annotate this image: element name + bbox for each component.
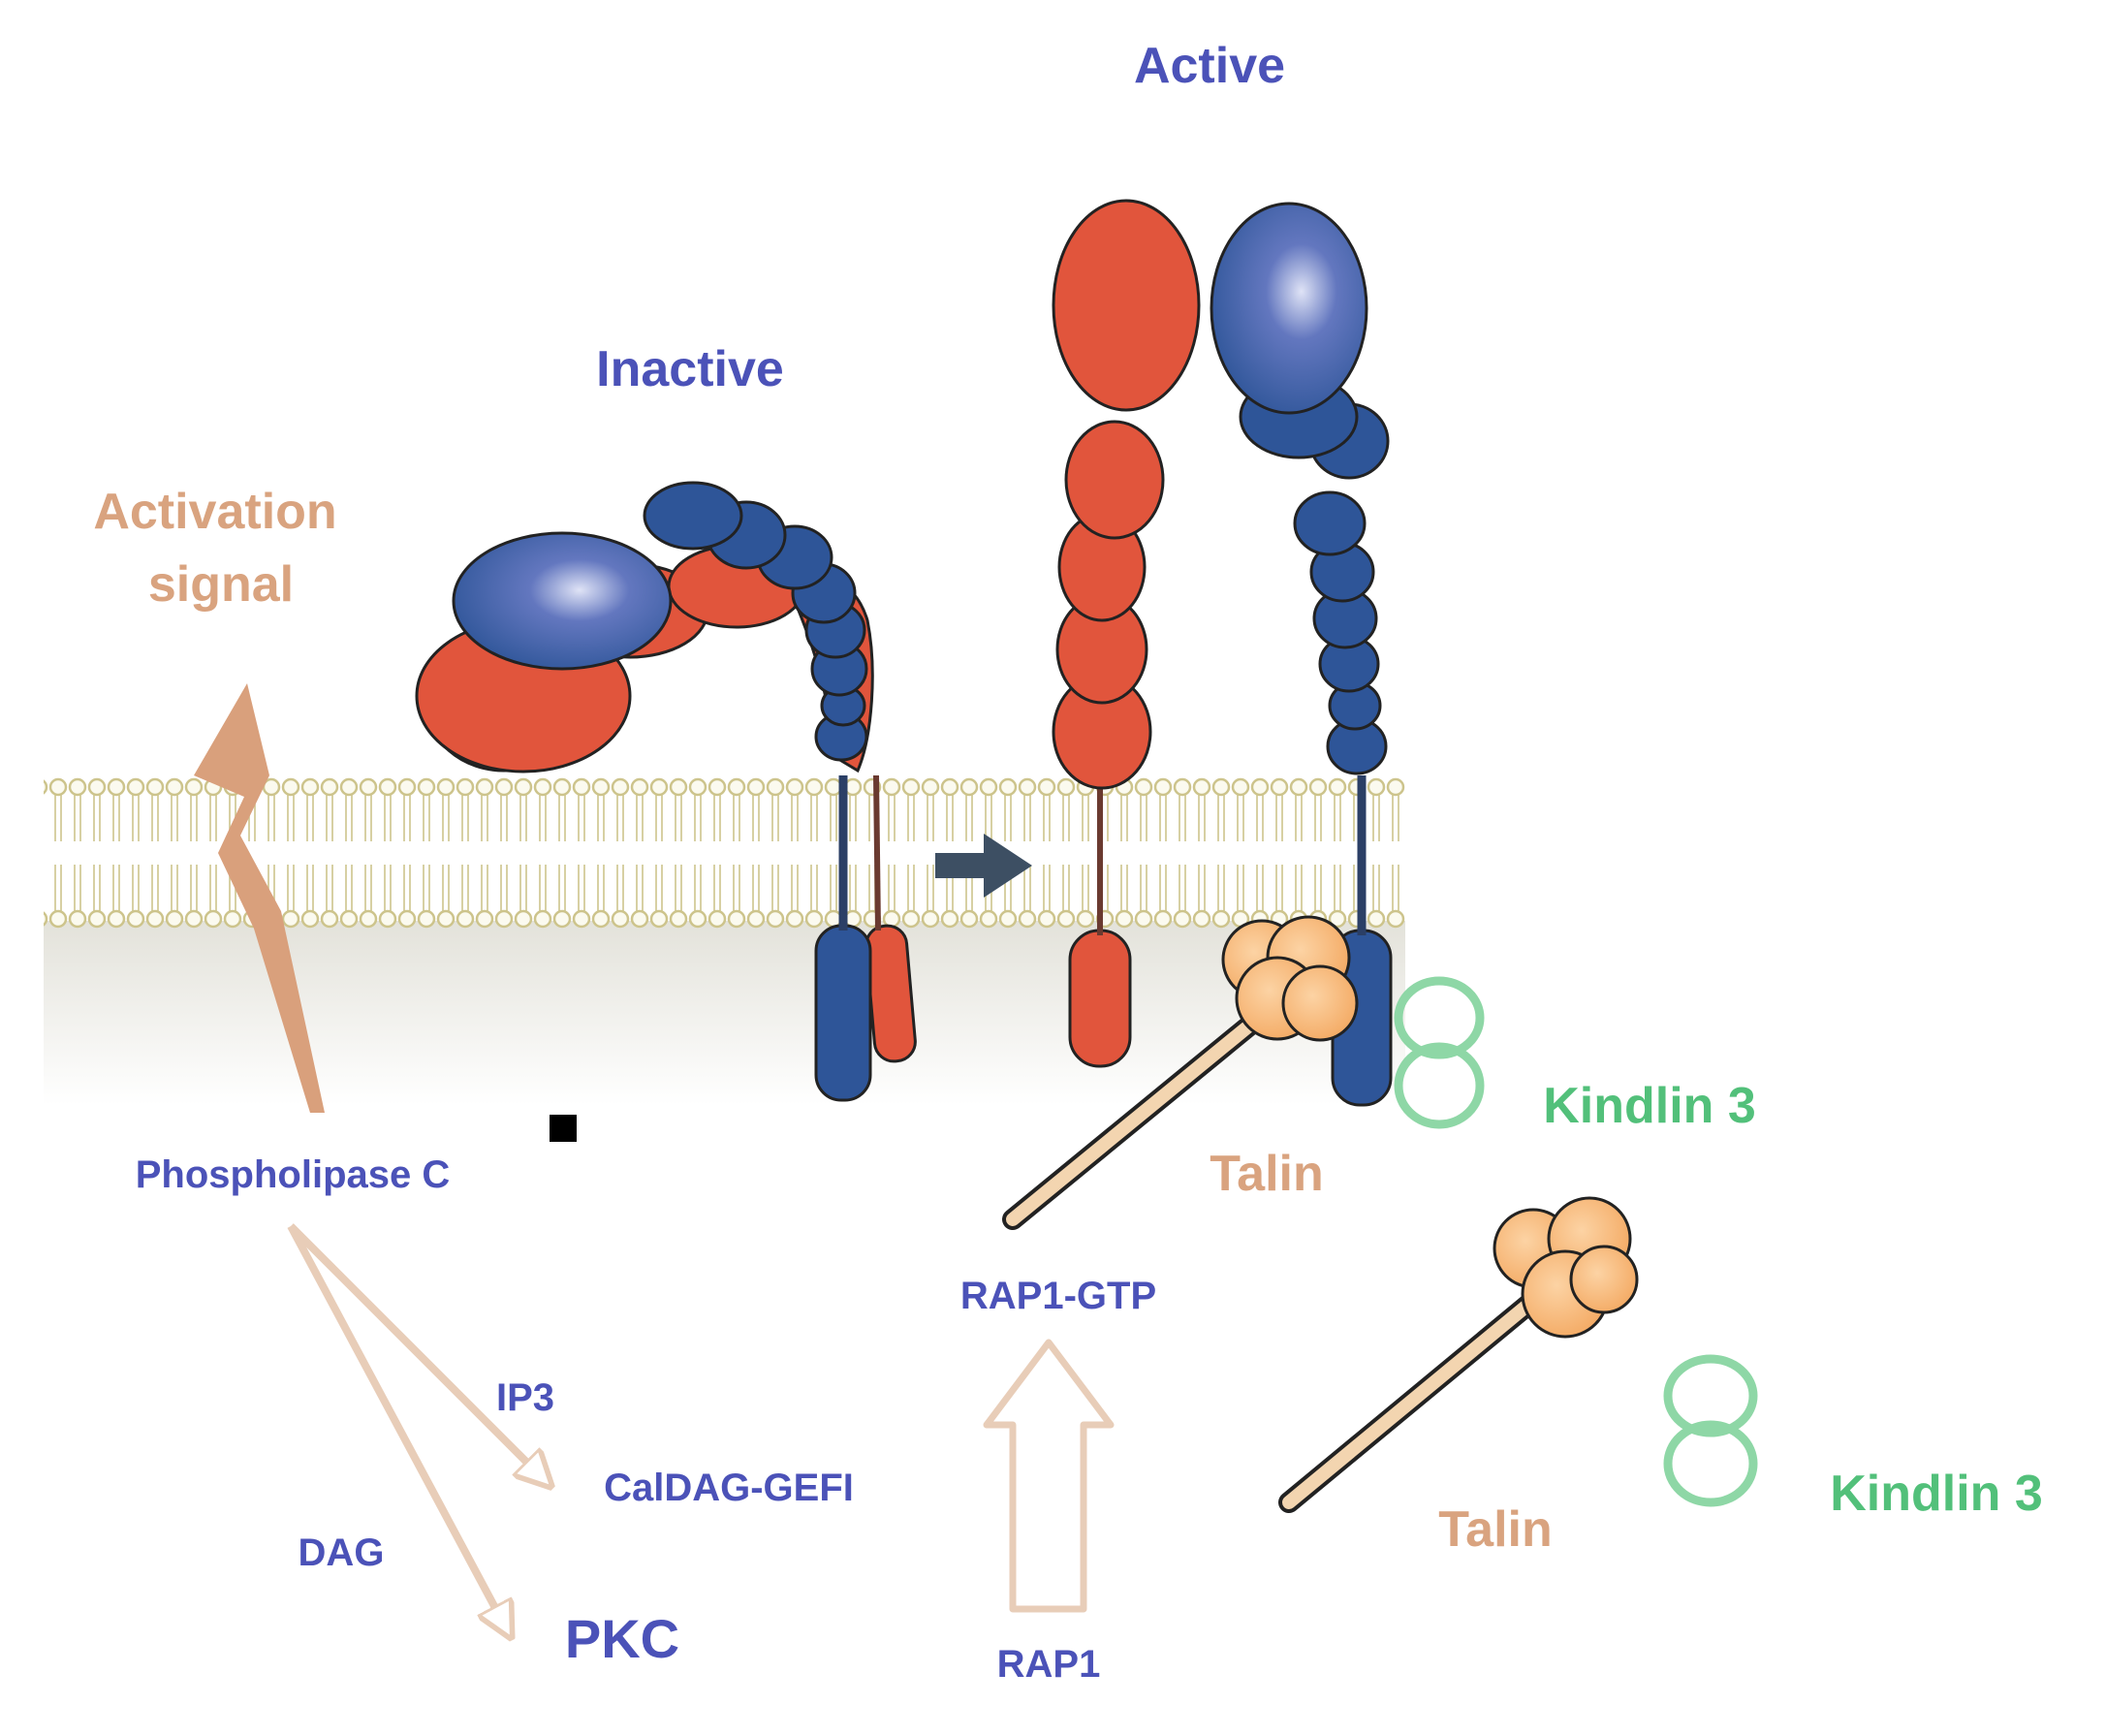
talin-membrane <box>1002 915 1359 1230</box>
active-alpha-subunit <box>1052 199 1201 1068</box>
rap1-up-arrow <box>983 1339 1115 1613</box>
inactive-integrin <box>415 481 917 1102</box>
talin-free <box>1278 1196 1639 1513</box>
active-beta-subunit <box>1210 202 1393 1107</box>
pkc-label: PKC <box>565 1608 679 1669</box>
activation-signal-label-line1: Activation <box>93 484 336 540</box>
phospholipase-c-label: Phospholipase C <box>136 1153 451 1196</box>
activation-signal-bolt <box>194 683 325 1113</box>
kindlin-free <box>1663 1354 1758 1507</box>
talin-label-membrane: Talin <box>1210 1146 1323 1202</box>
dag-arrow <box>287 1224 509 1633</box>
talin-label-free: Talin <box>1438 1501 1552 1558</box>
activation-signal-label-line2: signal <box>148 556 294 613</box>
transition-arrow <box>935 834 1032 898</box>
active-label: Active <box>1134 38 1285 94</box>
inactive-beta-subunit <box>452 481 872 1102</box>
ip3-arrow <box>288 1223 548 1483</box>
active-integrin <box>1052 199 1393 1107</box>
inactive-label: Inactive <box>596 341 784 397</box>
caldag-gefi-label: CalDAG-GEFI <box>604 1467 854 1509</box>
kindlin-3-label-free: Kindlin 3 <box>1830 1466 2043 1522</box>
rap1-gtp-label: RAP1-GTP <box>960 1275 1156 1317</box>
dag-label: DAG <box>299 1531 385 1574</box>
kindlin-membrane <box>1394 976 1485 1129</box>
rap1-label: RAP1 <box>997 1643 1101 1686</box>
marker-dot <box>550 1115 577 1142</box>
ip3-label: IP3 <box>496 1376 554 1419</box>
kindlin-3-label-membrane: Kindlin 3 <box>1543 1078 1756 1134</box>
